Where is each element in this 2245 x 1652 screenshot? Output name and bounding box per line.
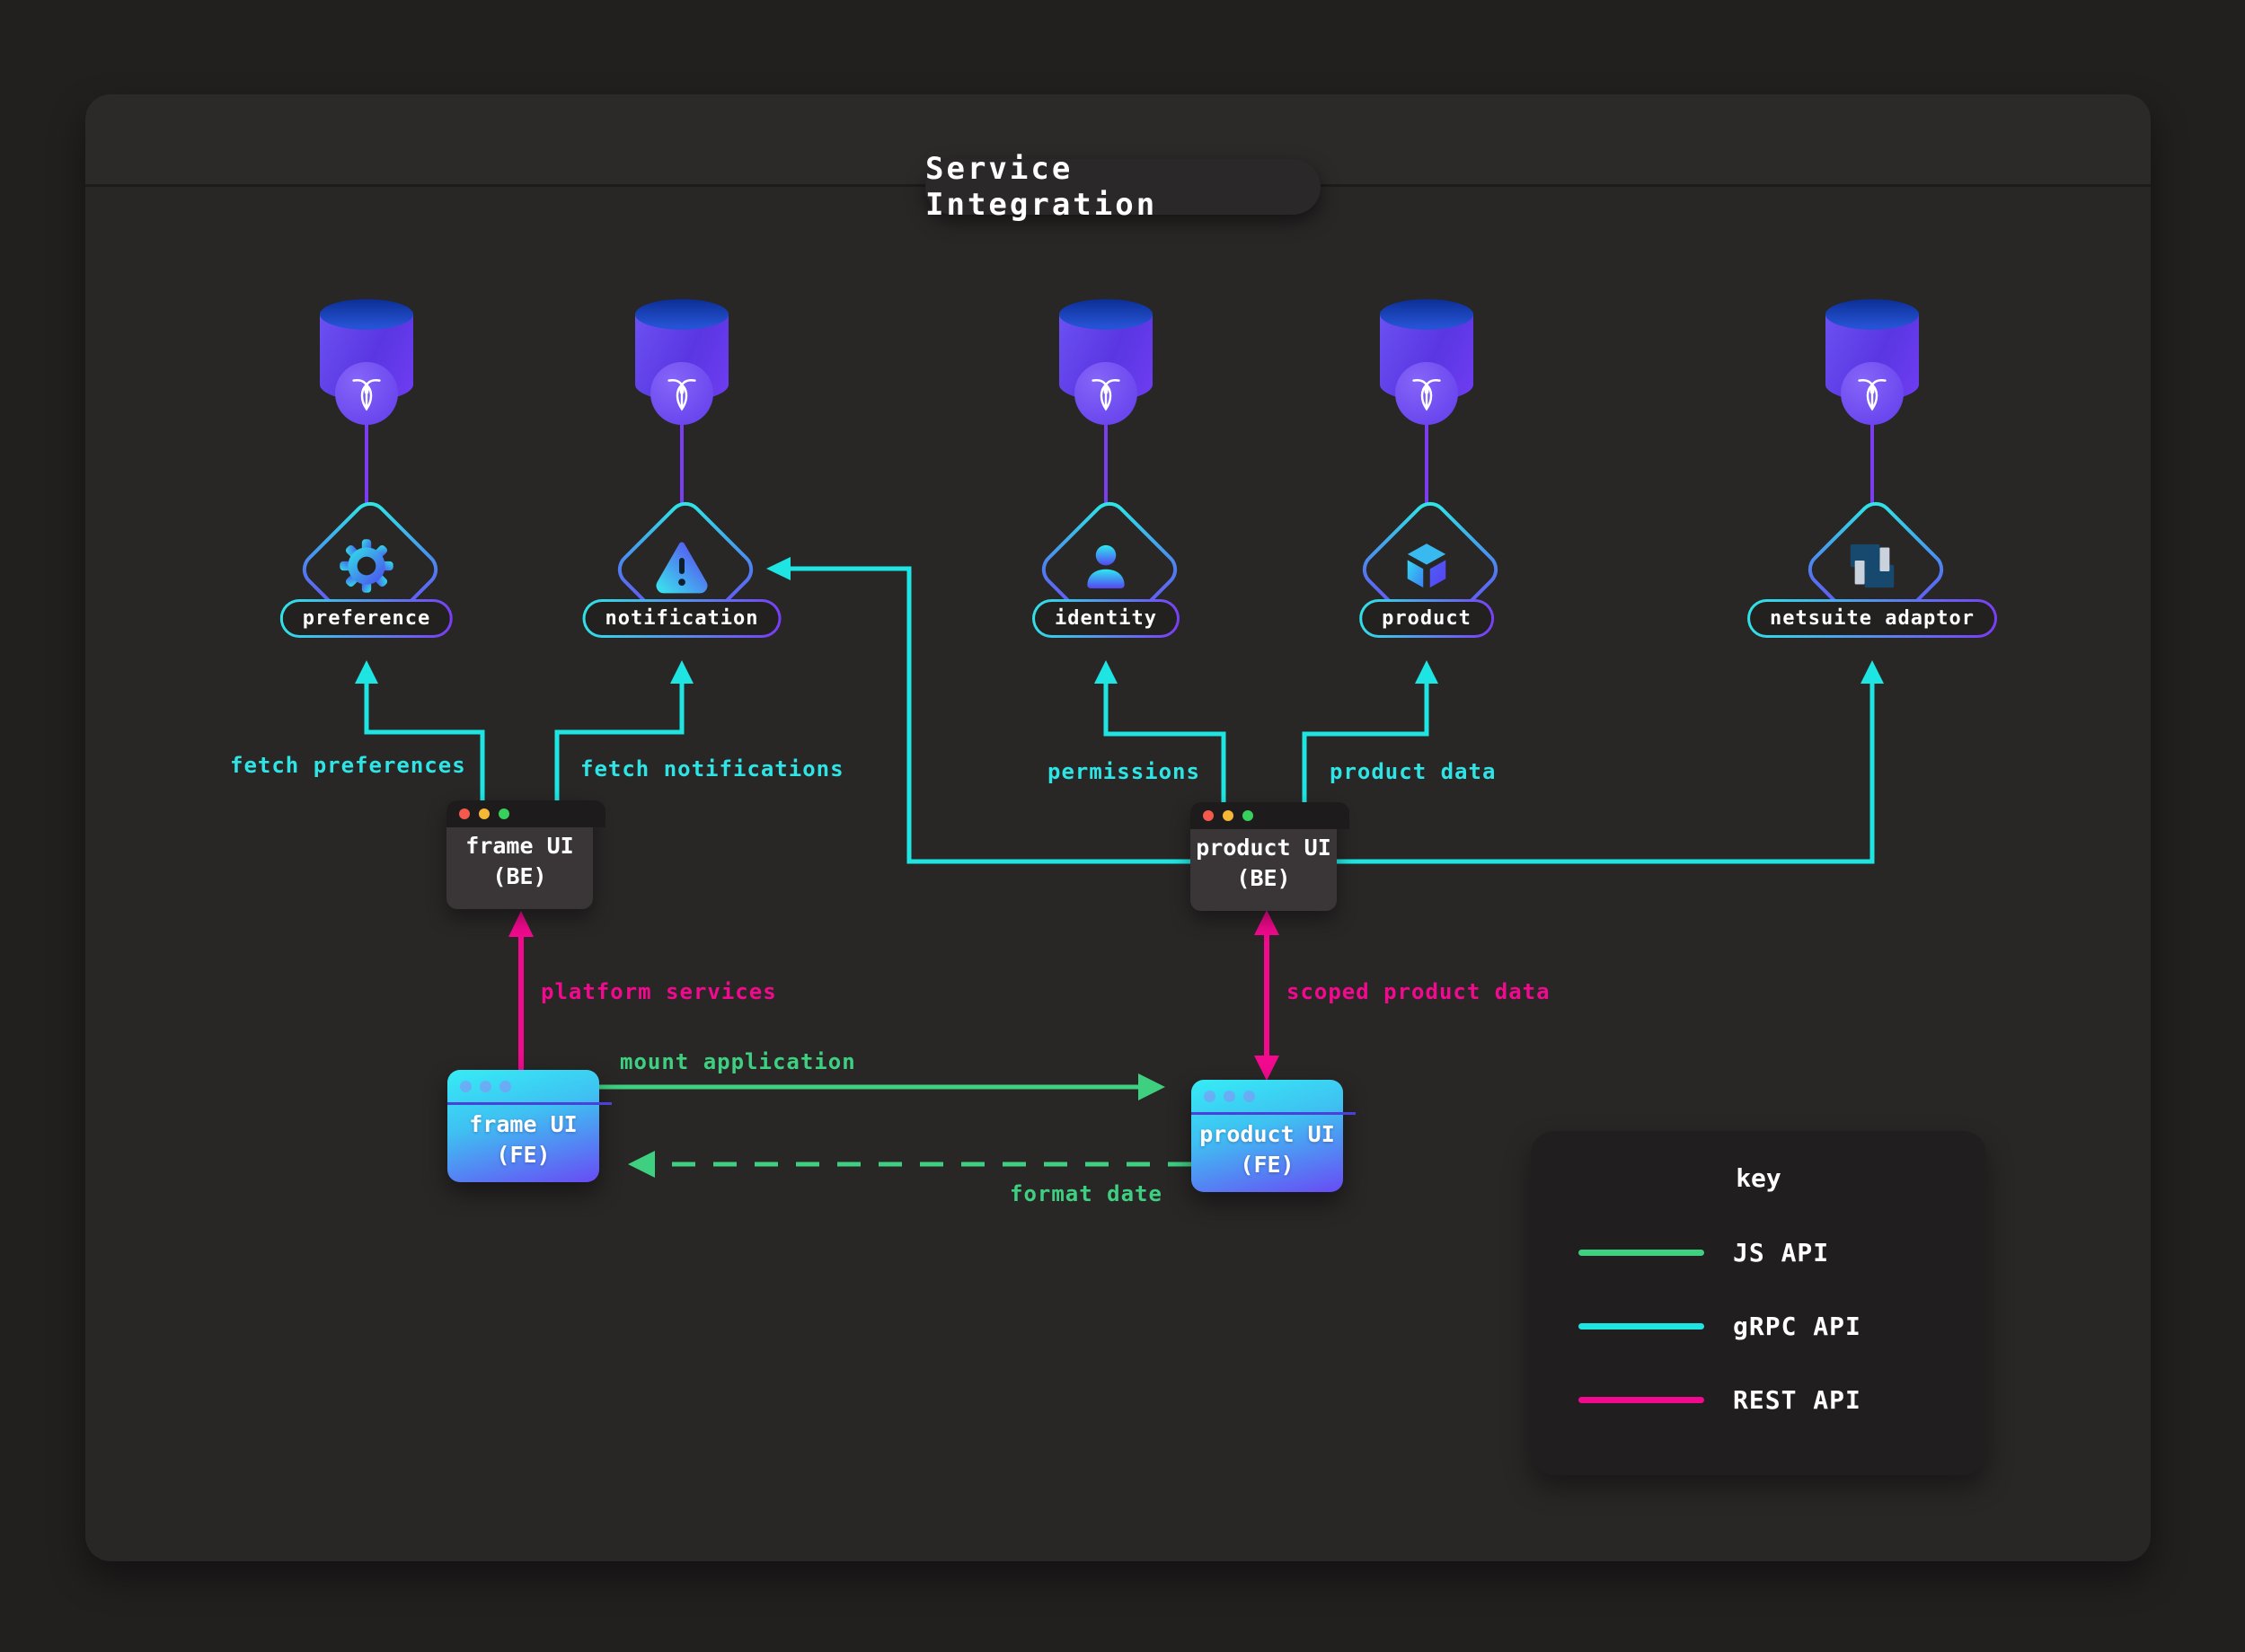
user-icon bbox=[1076, 536, 1136, 596]
service-node-identity: identity bbox=[989, 299, 1223, 645]
edge-fetch-preferences-line bbox=[364, 683, 485, 800]
edge-label-mount-application: mount application bbox=[620, 1049, 856, 1074]
window-label-line2: (BE) bbox=[1236, 865, 1291, 891]
edge-permissions-line bbox=[1103, 683, 1226, 803]
window-frame-ui-be: frame UI (BE) bbox=[446, 800, 605, 909]
window-dot-red bbox=[1203, 810, 1214, 821]
legend-swatch-grpc-api bbox=[1578, 1322, 1704, 1330]
window-dot-red bbox=[459, 808, 470, 819]
window-label-line2: (FE) bbox=[1240, 1152, 1295, 1178]
service-node-notification: notification bbox=[565, 299, 799, 645]
window-dot bbox=[499, 1080, 511, 1092]
edge-product-data-arrowhead bbox=[1415, 660, 1438, 684]
gear-icon bbox=[337, 536, 396, 596]
legend-row-grpc-api: gRPC API bbox=[1578, 1311, 1956, 1341]
page-title-text: Service Integration bbox=[925, 151, 1158, 223]
legend-label-rest-api: REST API bbox=[1733, 1384, 1861, 1415]
edge-scoped-product-data-arrowhead-bottom bbox=[1254, 1056, 1279, 1081]
cockroachdb-icon bbox=[1074, 362, 1137, 425]
edge-productbe-netsuite-arrowhead bbox=[1861, 660, 1884, 684]
window-label-line1: frame UI bbox=[469, 1111, 578, 1137]
db-link-line bbox=[365, 423, 368, 533]
window-titlebar bbox=[1190, 802, 1349, 829]
edge-label-product-data: product data bbox=[1330, 759, 1497, 784]
window-frame-ui-fe: frame UI (FE) bbox=[447, 1070, 612, 1182]
service-node-preference: preference bbox=[250, 299, 483, 645]
window-label-line1: frame UI bbox=[465, 833, 574, 859]
window-label-line1: product UI bbox=[1199, 1121, 1335, 1147]
window-dot-yellow bbox=[1223, 810, 1233, 821]
edge-productbe-netsuite-line bbox=[1337, 683, 1875, 864]
edge-label-fetch-preferences: fetch preferences bbox=[230, 753, 466, 778]
window-label-line1: product UI bbox=[1196, 835, 1331, 861]
service-label-product: product bbox=[1359, 599, 1494, 638]
db-link-line bbox=[680, 423, 684, 533]
window-titlebar bbox=[1191, 1080, 1356, 1115]
edge-label-scoped-product-data: scoped product data bbox=[1286, 979, 1551, 1004]
legend-swatch-js-api bbox=[1578, 1249, 1704, 1256]
window-label-line2: (BE) bbox=[492, 863, 547, 889]
window-titlebar bbox=[447, 1070, 612, 1105]
legend-row-js-api: JS API bbox=[1578, 1237, 1956, 1268]
database-cylinder-top bbox=[1380, 299, 1473, 330]
database-cylinder-top bbox=[635, 299, 729, 330]
legend-row-rest-api: REST API bbox=[1578, 1384, 1956, 1415]
legend-swatch-rest-api bbox=[1578, 1396, 1704, 1403]
db-link-line bbox=[1104, 423, 1108, 533]
database-cylinder-top bbox=[1825, 299, 1919, 330]
db-link-line bbox=[1425, 423, 1428, 533]
edge-productbe-notification-arrowhead bbox=[766, 557, 791, 580]
edge-fetch-preferences-arrowhead bbox=[355, 660, 378, 684]
legend-title: key bbox=[1736, 1163, 1781, 1193]
page-title: Service Integration bbox=[925, 151, 1321, 223]
window-dot-yellow bbox=[479, 808, 490, 819]
window-product-ui-be: product UI (BE) bbox=[1190, 802, 1349, 911]
cockroachdb-icon bbox=[1841, 362, 1904, 425]
service-node-product: product bbox=[1310, 299, 1543, 645]
window-dot-green bbox=[499, 808, 509, 819]
database-cylinder-top bbox=[320, 299, 413, 330]
cockroachdb-icon bbox=[650, 362, 713, 425]
netsuite-icon bbox=[1843, 536, 1902, 596]
warning-icon bbox=[652, 536, 712, 596]
cockroachdb-icon bbox=[1395, 362, 1458, 425]
window-dot bbox=[1243, 1090, 1255, 1102]
edge-label-platform-services: platform services bbox=[541, 979, 777, 1004]
cube-icon bbox=[1397, 536, 1456, 596]
edge-scoped-product-data-arrowhead-top bbox=[1254, 910, 1279, 935]
window-label-line2: (FE) bbox=[496, 1142, 551, 1168]
edge-productbe-notification-line bbox=[790, 566, 1190, 864]
legend-panel: key JS API gRPC API REST API bbox=[1531, 1131, 1986, 1475]
window-dot bbox=[1204, 1090, 1215, 1102]
window-product-ui-fe: product UI (FE) bbox=[1191, 1080, 1356, 1192]
edge-product-data-line bbox=[1302, 683, 1429, 803]
legend-label-js-api: JS API bbox=[1733, 1237, 1830, 1268]
window-dot-green bbox=[1242, 810, 1253, 821]
edge-format-date-arrowhead bbox=[628, 1151, 655, 1178]
service-label-preference: preference bbox=[280, 599, 453, 638]
service-label-identity: identity bbox=[1032, 599, 1180, 638]
edge-label-permissions: permissions bbox=[1047, 759, 1200, 784]
edge-mount-application-arrowhead bbox=[1138, 1073, 1165, 1100]
db-link-line bbox=[1870, 423, 1874, 533]
window-dot bbox=[1224, 1090, 1235, 1102]
cockroachdb-icon bbox=[335, 362, 398, 425]
database-cylinder-top bbox=[1059, 299, 1153, 330]
window-dot bbox=[480, 1080, 491, 1092]
window-titlebar bbox=[446, 800, 605, 827]
window-dot bbox=[460, 1080, 472, 1092]
edge-permissions-arrowhead bbox=[1094, 660, 1118, 684]
edge-platform-services-arrowhead bbox=[508, 911, 534, 937]
edge-label-fetch-notifications: fetch notifications bbox=[580, 756, 844, 782]
service-node-netsuite-adaptor: netsuite adaptor bbox=[1755, 299, 1989, 645]
service-label-notification: notification bbox=[583, 599, 782, 638]
edge-label-format-date: format date bbox=[1010, 1181, 1162, 1206]
edge-fetch-notifications-arrowhead bbox=[670, 660, 694, 684]
edge-fetch-notifications-line bbox=[554, 683, 685, 800]
service-label-netsuite-adaptor: netsuite adaptor bbox=[1747, 599, 1997, 638]
legend-label-grpc-api: gRPC API bbox=[1733, 1311, 1861, 1341]
